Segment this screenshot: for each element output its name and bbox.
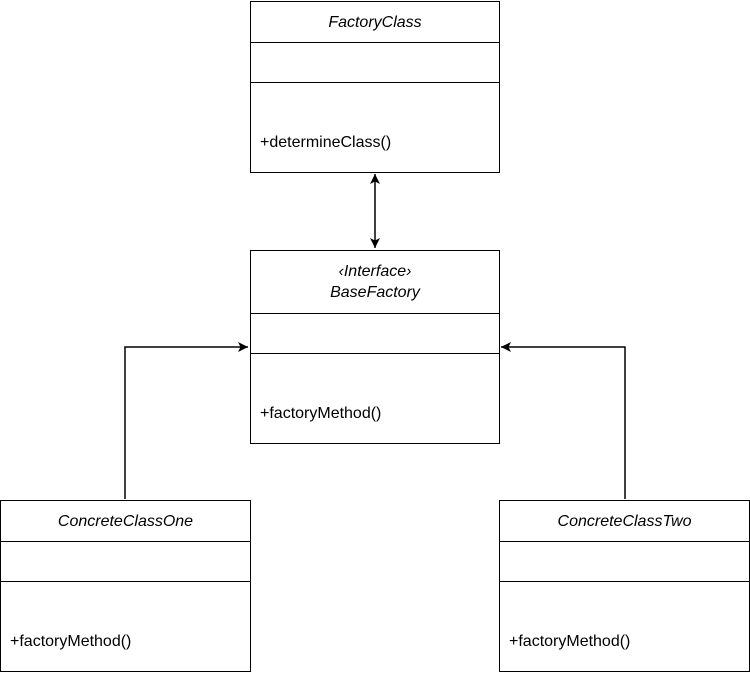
concrete-class-one-methods-compartment: +factoryMethod() (1, 582, 250, 652)
concrete-class-one-method: +factoryMethod() (10, 633, 132, 650)
base-factory-stereotype: ‹Interface› (338, 263, 412, 280)
factory-class-name: FactoryClass (328, 13, 422, 31)
base-factory-name-compartment: ‹Interface› BaseFactory (251, 251, 499, 314)
concrete-class-one-box[interactable]: ConcreteClassOne +factoryMethod() (0, 500, 251, 672)
concrete-class-two-attributes-compartment (500, 542, 749, 582)
base-factory-box[interactable]: ‹Interface› BaseFactory +factoryMethod() (250, 250, 500, 444)
base-factory-method: +factoryMethod() (260, 405, 382, 422)
base-factory-name: BaseFactory (330, 284, 420, 301)
concrete-class-one-name: ConcreteClassOne (57, 512, 194, 530)
factory-class-box[interactable]: FactoryClass +determineClass() (250, 1, 500, 173)
concrete-class-two-name: ConcreteClassTwo (557, 512, 692, 530)
base-factory-methods-compartment: +factoryMethod() (251, 354, 499, 424)
concrete-class-two-box[interactable]: ConcreteClassTwo +factoryMethod() (499, 500, 750, 672)
concrete-one-to-base-arrow (124, 342, 248, 499)
factory-class-methods-compartment: +determineClass() (251, 83, 499, 153)
concrete-class-two-name-compartment: ConcreteClassTwo (500, 501, 749, 542)
concrete-class-two-method: +factoryMethod() (509, 633, 631, 650)
concrete-class-one-attributes-compartment (1, 542, 250, 582)
concrete-class-one-name-compartment: ConcreteClassOne (1, 501, 250, 542)
factory-class-attributes-compartment (251, 43, 499, 83)
concrete-class-two-methods-compartment: +factoryMethod() (500, 582, 749, 652)
factory-class-name-compartment: FactoryClass (251, 2, 499, 43)
base-factory-attributes-compartment (251, 314, 499, 354)
concrete-two-to-base-arrow (501, 342, 626, 499)
factory-class-method: +determineClass() (260, 134, 392, 151)
